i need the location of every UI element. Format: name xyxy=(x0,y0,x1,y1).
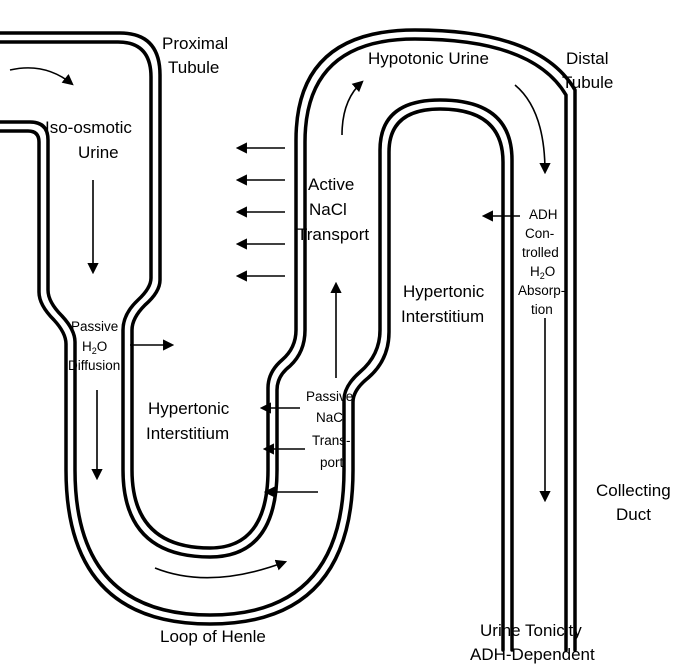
label-distal-tubule: Tubule xyxy=(562,73,613,92)
label-adh-con: Con- xyxy=(525,226,554,241)
label-distal: Distal xyxy=(566,49,609,68)
flow-arrow-distal xyxy=(514,84,551,175)
label-urine-tonicity: Urine Tonicity xyxy=(480,621,582,640)
label-hypertonic-right: Hypertonic xyxy=(403,282,485,301)
label-loop-of-henle: Loop of Henle xyxy=(160,627,266,646)
label-adh-h: H xyxy=(530,264,540,279)
label-passive-nacl-port: port xyxy=(320,455,344,470)
label-passive-nacl-passive: Passive xyxy=(306,389,353,404)
label-hypotonic-urine: Hypotonic Urine xyxy=(368,49,489,68)
label-interstitium-left: Interstitium xyxy=(146,424,229,443)
flow-arrow-hypotonic xyxy=(341,80,364,136)
label-transport: Transport xyxy=(297,225,369,244)
label-active: Active xyxy=(308,175,354,194)
label-adh-trolled: trolled xyxy=(522,245,559,260)
labels: Proximal Tubule Iso-osmotic Urine Hypoto… xyxy=(45,34,671,664)
label-interstitium-right: Interstitium xyxy=(401,307,484,326)
label-proximal: Proximal xyxy=(162,34,228,53)
label-adh: ADH xyxy=(529,207,558,222)
label-adh-tion: tion xyxy=(531,302,553,317)
label-passive: Passive xyxy=(71,319,118,334)
label-diffusion: Diffusion xyxy=(68,358,120,373)
label-iso-urine: Urine xyxy=(78,143,119,162)
label-collecting: Collecting xyxy=(596,481,671,500)
label-adh-sub2: 2 xyxy=(540,271,545,281)
label-iso-osmotic: Iso-osmotic xyxy=(45,118,132,137)
inner-tubule-wall xyxy=(0,98,514,652)
label-passive-nacl-nacl: NaCl xyxy=(316,410,346,425)
label-adh-absorp: Absorp- xyxy=(518,283,565,298)
label-adh-dependent: ADH-Dependent xyxy=(470,645,595,664)
label-nacl: NaCl xyxy=(309,200,347,219)
label-hypertonic-left: Hypertonic xyxy=(148,399,230,418)
transport-arrows xyxy=(130,142,520,498)
flow-arrows xyxy=(9,67,551,579)
label-duct: Duct xyxy=(616,505,651,524)
flow-arrow-loop xyxy=(154,559,288,579)
label-proximal-tubule: Tubule xyxy=(168,58,219,77)
label-adh-o: O xyxy=(545,264,556,279)
flow-arrow-proximal xyxy=(9,67,74,86)
label-passive-nacl-trans: Trans- xyxy=(312,433,351,448)
label-passive-sub2: 2 xyxy=(92,346,97,356)
label-adh-h2o: H2O xyxy=(530,264,555,281)
label-passive-h2o: H2O xyxy=(82,339,107,356)
label-passive-h: H xyxy=(82,339,92,354)
label-passive-o: O xyxy=(97,339,108,354)
